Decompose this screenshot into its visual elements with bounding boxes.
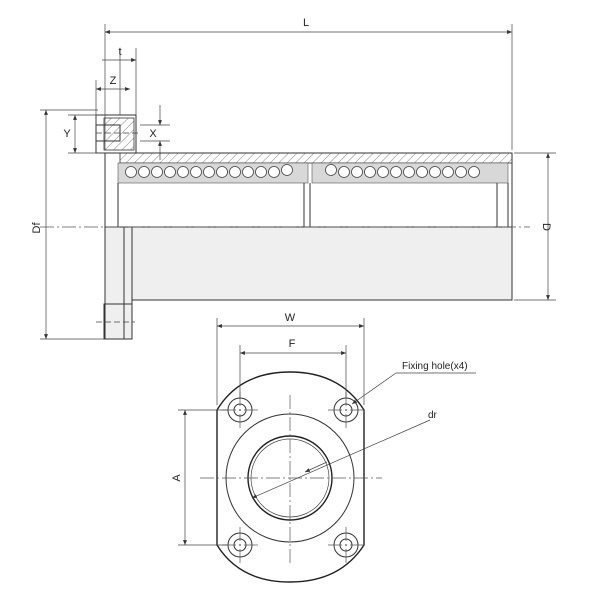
side-dimensions: L t Z Y X Df D xyxy=(31,17,556,340)
label-dr: dr xyxy=(428,410,438,421)
label-Z: Z xyxy=(110,75,117,87)
label-L: L xyxy=(303,17,309,29)
ball-row-right xyxy=(325,164,480,178)
tube-lower-body xyxy=(131,226,513,301)
label-W: W xyxy=(285,312,296,324)
front-view xyxy=(200,371,382,583)
label-Y: Y xyxy=(63,128,71,140)
side-view xyxy=(40,114,530,340)
label-fixing-hole: Fixing hole(x4) xyxy=(402,361,468,372)
housing-wall-hatch xyxy=(119,152,513,164)
label-A: A xyxy=(171,474,183,482)
label-t: t xyxy=(118,46,121,58)
label-D: D xyxy=(540,223,552,231)
label-X: X xyxy=(149,128,157,140)
label-Df: Df xyxy=(31,222,43,234)
label-F: F xyxy=(289,338,296,350)
flange-lower xyxy=(104,226,133,340)
front-dimensions: W F A dr Fixing hole(x4) xyxy=(171,312,476,546)
ball-row-left xyxy=(125,164,293,178)
